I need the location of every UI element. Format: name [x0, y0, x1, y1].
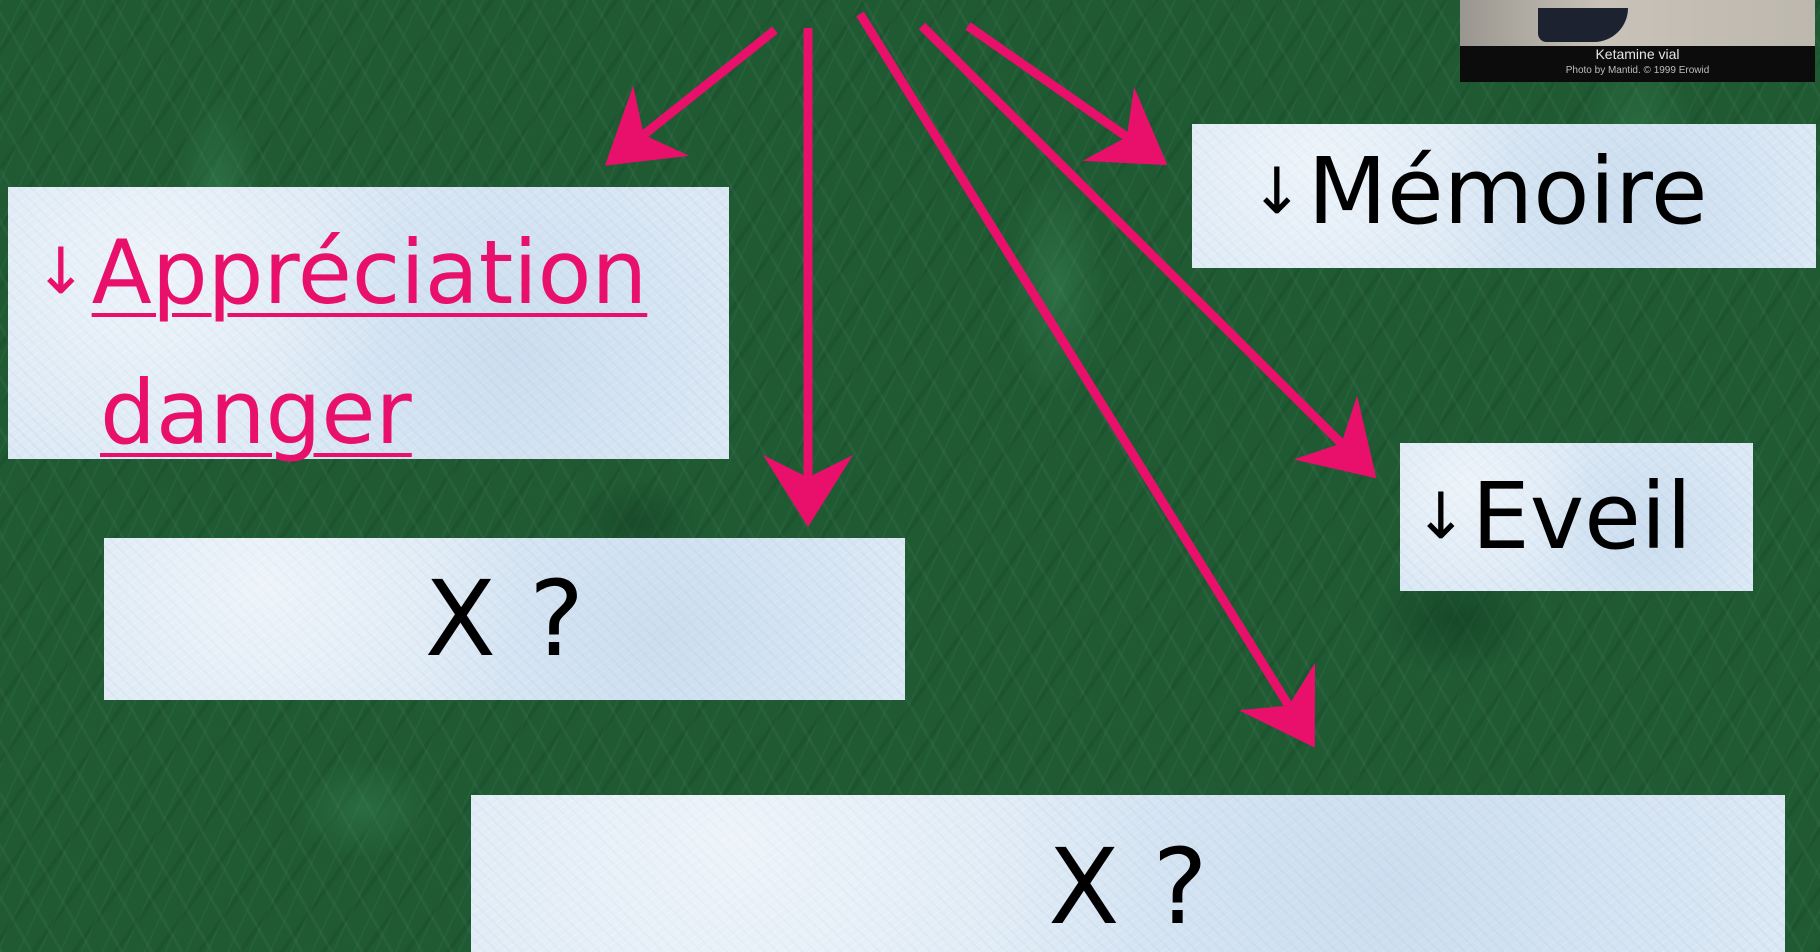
- down-arrow-icon: ↓: [34, 235, 88, 309]
- arrow-to-appreciation: [604, 26, 778, 166]
- appreciation-word: Appréciation: [91, 221, 648, 324]
- box-memoire: ↓Mémoire: [1192, 124, 1816, 268]
- vial-icon: [1538, 8, 1628, 42]
- box-eveil: ↓Eveil: [1400, 443, 1753, 591]
- danger-word: danger: [100, 361, 412, 464]
- arrow-to-memoire: [965, 22, 1168, 166]
- box-x-unknown-2: X ?: [471, 795, 1785, 952]
- appreciation-line-2: danger: [100, 369, 412, 457]
- eveil-label: Eveil: [1471, 463, 1692, 570]
- ketamine-vial-photo: Ketamine vial Photo by Mantid. © 1999 Er…: [1460, 0, 1815, 82]
- box-appreciation-danger: ↓Appréciation danger: [8, 187, 729, 459]
- down-arrow-icon: ↓: [1250, 155, 1304, 229]
- x-unknown-label-2: X ?: [1048, 826, 1208, 948]
- memoire-text: ↓Mémoire: [1250, 146, 1707, 238]
- eveil-text: ↓Eveil: [1414, 471, 1692, 563]
- appreciation-line-1: ↓Appréciation: [34, 229, 647, 317]
- memoire-label: Mémoire: [1307, 138, 1708, 245]
- down-arrow-icon: ↓: [1414, 480, 1468, 554]
- photo-caption: Ketamine vial: [1595, 46, 1680, 62]
- photo-image-area: [1460, 0, 1815, 46]
- arrow-to-x-unknown-2: [856, 11, 1316, 748]
- box-x-unknown-1: X ?: [104, 538, 905, 700]
- photo-credit: Photo by Mantid. © 1999 Erowid: [1565, 65, 1710, 76]
- x-unknown-label-1: X ?: [424, 558, 585, 680]
